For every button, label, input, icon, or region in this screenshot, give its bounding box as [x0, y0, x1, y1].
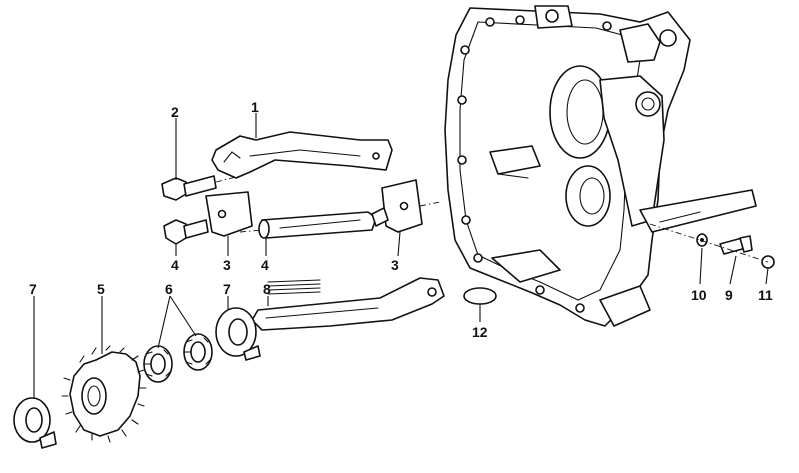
needle-bearing-part-6-right [183, 333, 213, 371]
callout-9: 9 [725, 287, 733, 303]
callout-11: 11 [758, 287, 773, 303]
spring-part-8 [267, 279, 321, 295]
gear-part-5 [61, 345, 147, 443]
thrust-washer-part-7-left [13, 397, 57, 449]
thrust-washer-part-7-right [215, 307, 261, 361]
spring-clip-part-3-right [381, 179, 441, 233]
bolt-part-2 [161, 175, 241, 201]
callout-4-left: 4 [171, 257, 179, 273]
pivot-pin-part-4 [239, 207, 389, 239]
callout-8: 8 [263, 281, 271, 297]
bolt-part-4-left [163, 219, 209, 245]
plug-part-12 [463, 287, 497, 305]
transmission-housing [444, 5, 757, 327]
needle-bearing-part-6-left [143, 345, 173, 383]
clutch-fork-part-8 [251, 277, 445, 331]
spring-clip-part-3-left [205, 191, 253, 237]
bolt-part-9 [719, 235, 753, 255]
callout-7-right: 7 [223, 281, 231, 297]
callout-5: 5 [97, 281, 105, 297]
callout-3-left: 3 [223, 257, 231, 273]
callout-3-right: 3 [391, 257, 399, 273]
callout-2: 2 [171, 104, 179, 120]
release-lever-part-1 [211, 131, 393, 179]
callout-12: 12 [472, 324, 488, 340]
callout-4-right: 4 [261, 257, 269, 273]
washer-part-10 [696, 233, 708, 247]
callout-1: 1 [251, 99, 259, 115]
callout-labels: 1 2 3 3 4 4 5 6 7 7 8 9 10 11 12 [29, 99, 773, 340]
callout-7-left: 7 [29, 281, 37, 297]
leader-lines [33, 113, 769, 398]
callout-6: 6 [165, 281, 173, 297]
callout-10: 10 [691, 287, 707, 303]
